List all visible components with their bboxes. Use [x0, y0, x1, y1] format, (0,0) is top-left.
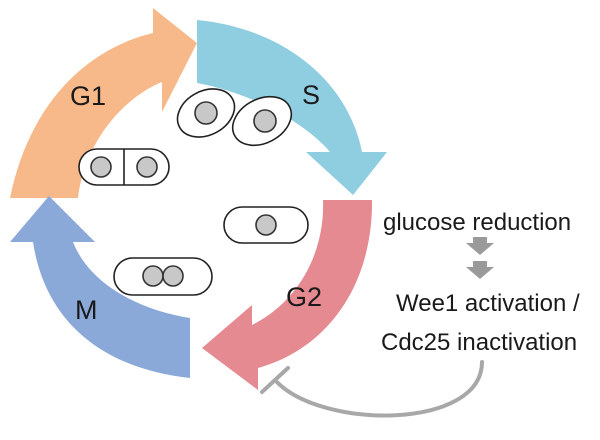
nucleus — [162, 265, 184, 287]
inhibition-curve — [273, 360, 484, 418]
s-label: S — [302, 80, 320, 110]
nucleus — [194, 101, 218, 125]
nucleus — [142, 265, 164, 287]
nucleus — [253, 109, 277, 133]
nucleus — [255, 214, 277, 236]
s-phase-arrow — [197, 20, 387, 195]
glucose-reduction-label: glucose reduction — [383, 209, 571, 236]
g2-cell — [223, 206, 309, 244]
m-phase-arrow — [10, 196, 190, 378]
m-label: M — [75, 295, 98, 325]
g2-phase-arrow — [202, 200, 373, 390]
nucleus — [136, 156, 158, 178]
g2-label: G2 — [286, 282, 322, 312]
down-arrow-2 — [466, 261, 494, 279]
g1-phase-arrow — [10, 8, 197, 198]
wee1-activation-label: Wee1 activation / — [396, 290, 580, 317]
nucleus — [90, 156, 112, 178]
dividing-cell-pair — [176, 88, 293, 147]
g1-label: G1 — [70, 81, 106, 111]
mitotic-cell — [113, 257, 213, 296]
septated-cell — [78, 148, 170, 186]
inhibition-bar — [260, 366, 290, 394]
down-arrow-1 — [466, 237, 494, 255]
cdc25-inactivation-label: Cdc25 inactivation — [381, 329, 577, 356]
